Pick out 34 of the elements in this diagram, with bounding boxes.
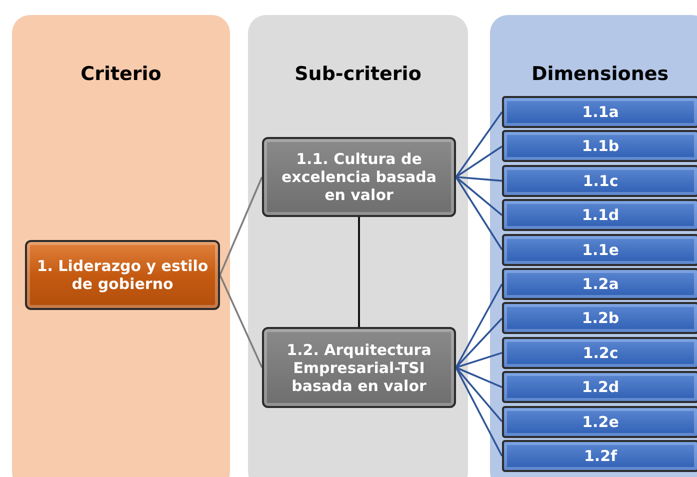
connector-line <box>219 176 263 276</box>
column-heading: Sub-criterio <box>294 63 422 85</box>
criterion-box: 1. Liderazgo y estilo de gobierno <box>25 240 220 310</box>
connector-line <box>455 176 503 250</box>
connector-line <box>455 318 503 368</box>
connector-line <box>219 274 263 368</box>
column-band <box>12 15 230 477</box>
connector-line <box>358 217 360 327</box>
dimension-bar: 1.1a <box>502 96 697 128</box>
connector-line <box>456 176 502 182</box>
column-heading: Criterio <box>80 63 162 85</box>
connector-line <box>455 111 503 178</box>
connector-line <box>456 352 502 368</box>
dimension-bar: 1.2e <box>502 406 697 438</box>
connector-line <box>456 366 502 388</box>
dimension-bar: 1.1e <box>502 234 697 266</box>
connector-line <box>455 367 503 456</box>
connector-line <box>455 366 503 422</box>
subcriterion-box: 1.1. Cultura de excelencia basada en valor <box>262 137 456 217</box>
column-band <box>490 15 697 477</box>
connector-line <box>455 176 503 216</box>
column-band <box>248 15 468 477</box>
dimension-bar: 1.1d <box>502 199 697 232</box>
connector-line <box>455 284 503 368</box>
dimension-bar: 1.2b <box>502 302 697 334</box>
subcriterion-box: 1.2. Arquitectura Empresarial-TSI basada en valor <box>262 327 456 408</box>
connector-line <box>456 146 502 178</box>
dimension-bar: 1.1b <box>502 130 697 162</box>
dimension-bar: 1.2c <box>502 336 697 369</box>
dimension-bar: 1.1c <box>502 164 697 197</box>
dimension-bar: 1.2d <box>502 371 697 404</box>
dimension-bar: 1.2a <box>502 268 697 300</box>
dimension-bar: 1.2f <box>502 440 697 472</box>
column-heading: Dimensiones <box>530 63 670 85</box>
